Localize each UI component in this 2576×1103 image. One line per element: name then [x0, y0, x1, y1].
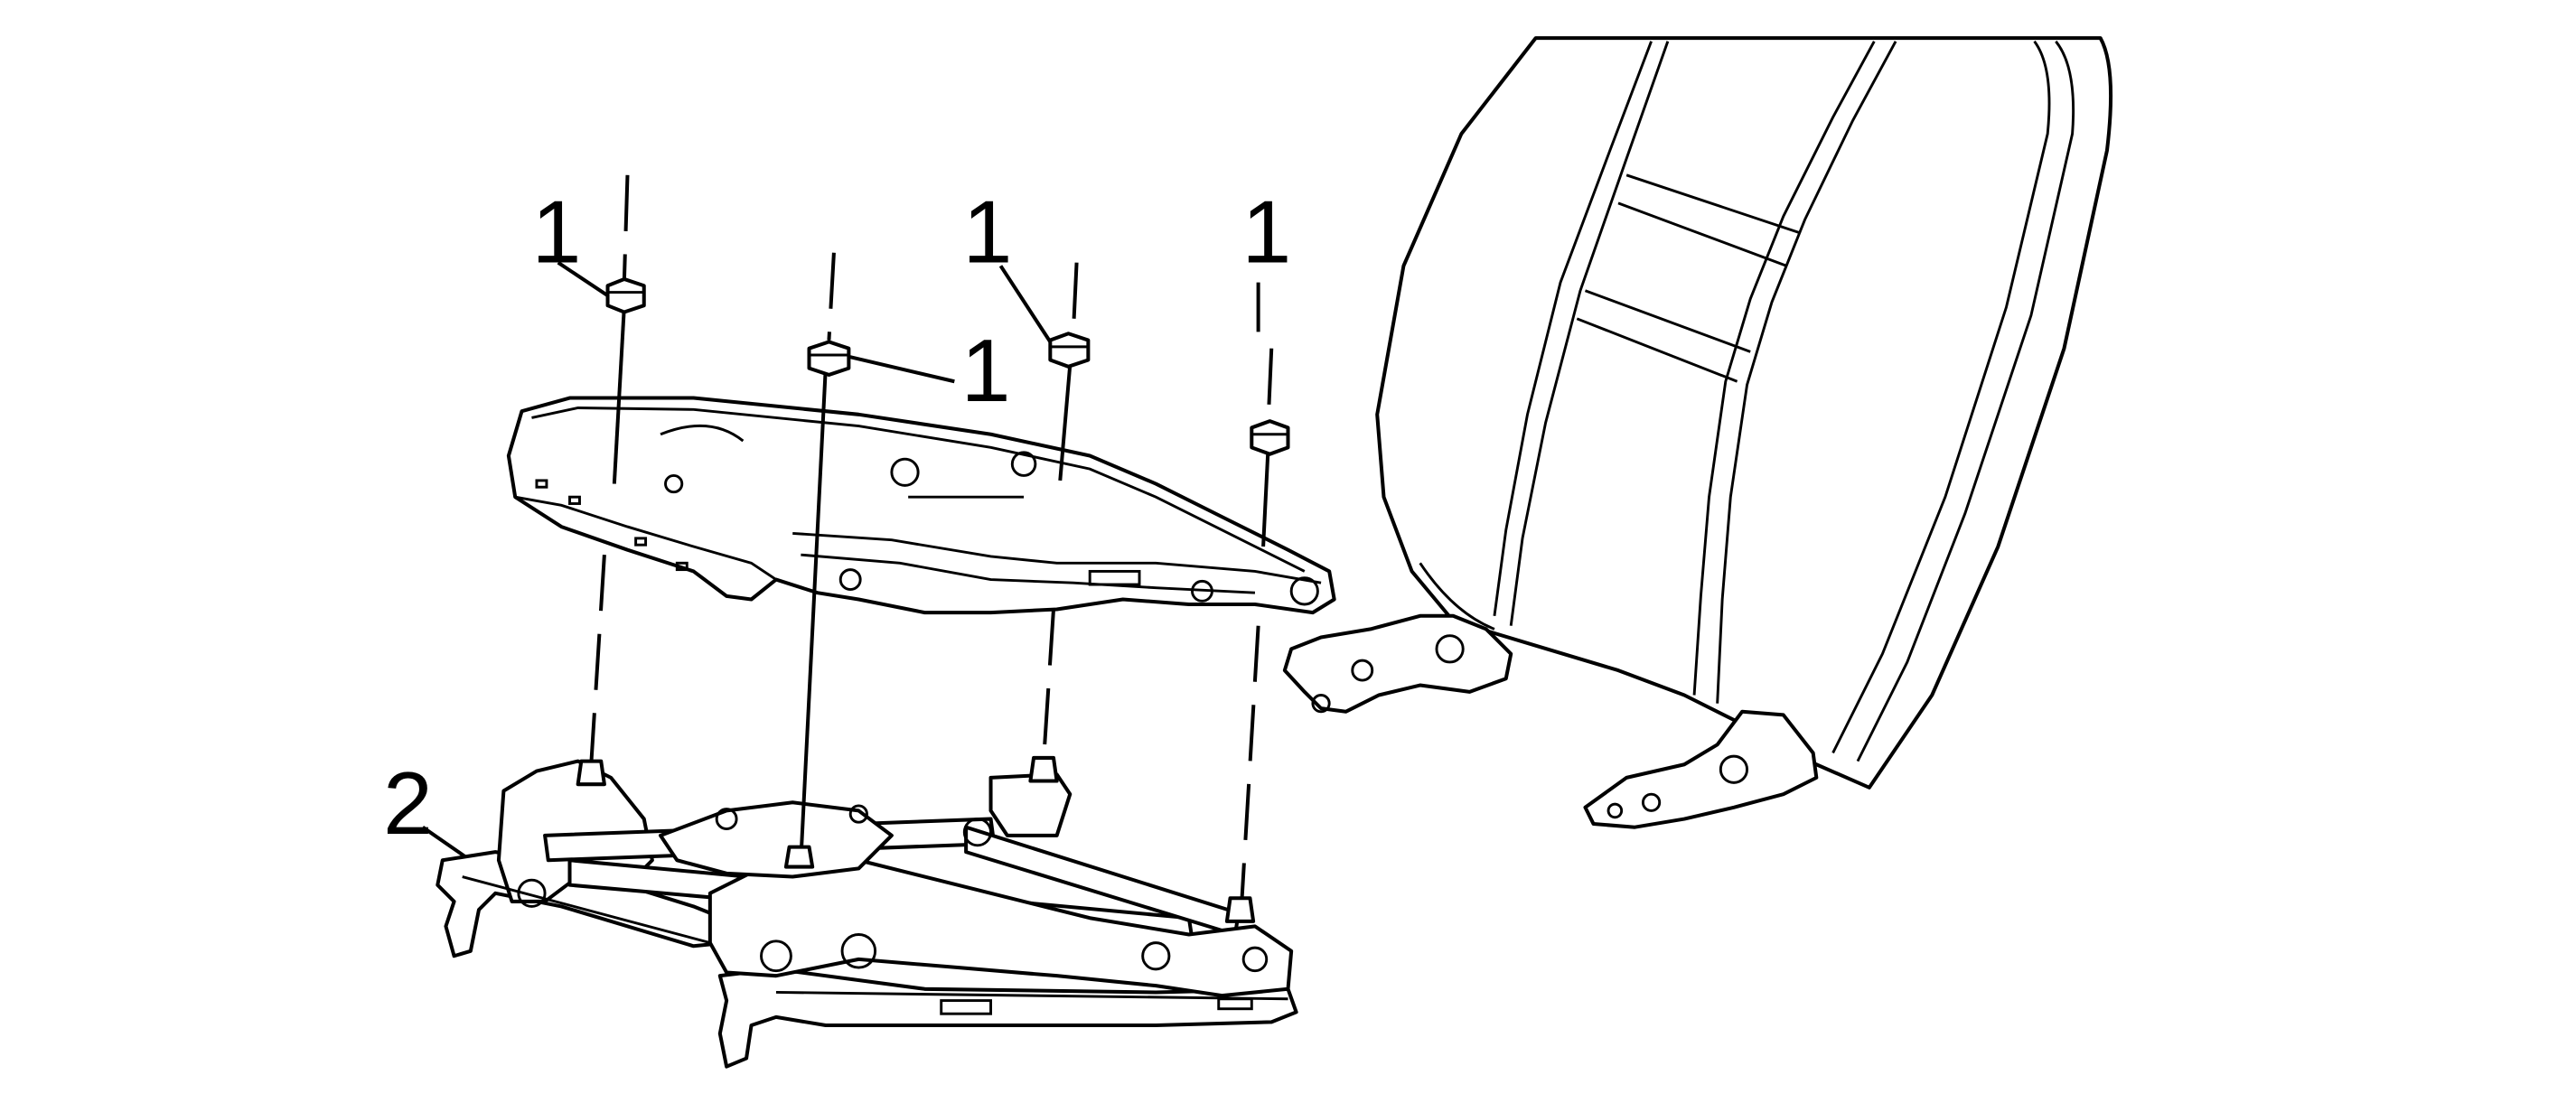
nut-c: [1048, 332, 1091, 369]
fastener-axis-lines: [589, 174, 1274, 902]
callout-nut-a: 1: [531, 182, 581, 282]
nut-b: [807, 340, 851, 377]
leader-lines: [421, 261, 1053, 859]
seat-back: [1375, 36, 2113, 790]
callout-adjuster: 2: [383, 753, 433, 853]
seat-cushion-frame: [506, 396, 1336, 615]
callout-nut-b: 1: [961, 321, 1011, 420]
adjuster-studs: [576, 755, 1256, 923]
seat-adjuster-mechanism: [436, 759, 1298, 1069]
callout-nut-d: 1: [1241, 182, 1291, 282]
recliner-hinge-right: [1583, 709, 1819, 829]
callout-nut-c: 1: [962, 182, 1012, 282]
recliner-hinge-left: [1282, 613, 1513, 714]
nut-a: [605, 276, 646, 314]
callout-labels: 1 1 1 1 2: [383, 182, 1291, 853]
nuts: [605, 276, 1290, 456]
nut-d: [1250, 419, 1290, 456]
